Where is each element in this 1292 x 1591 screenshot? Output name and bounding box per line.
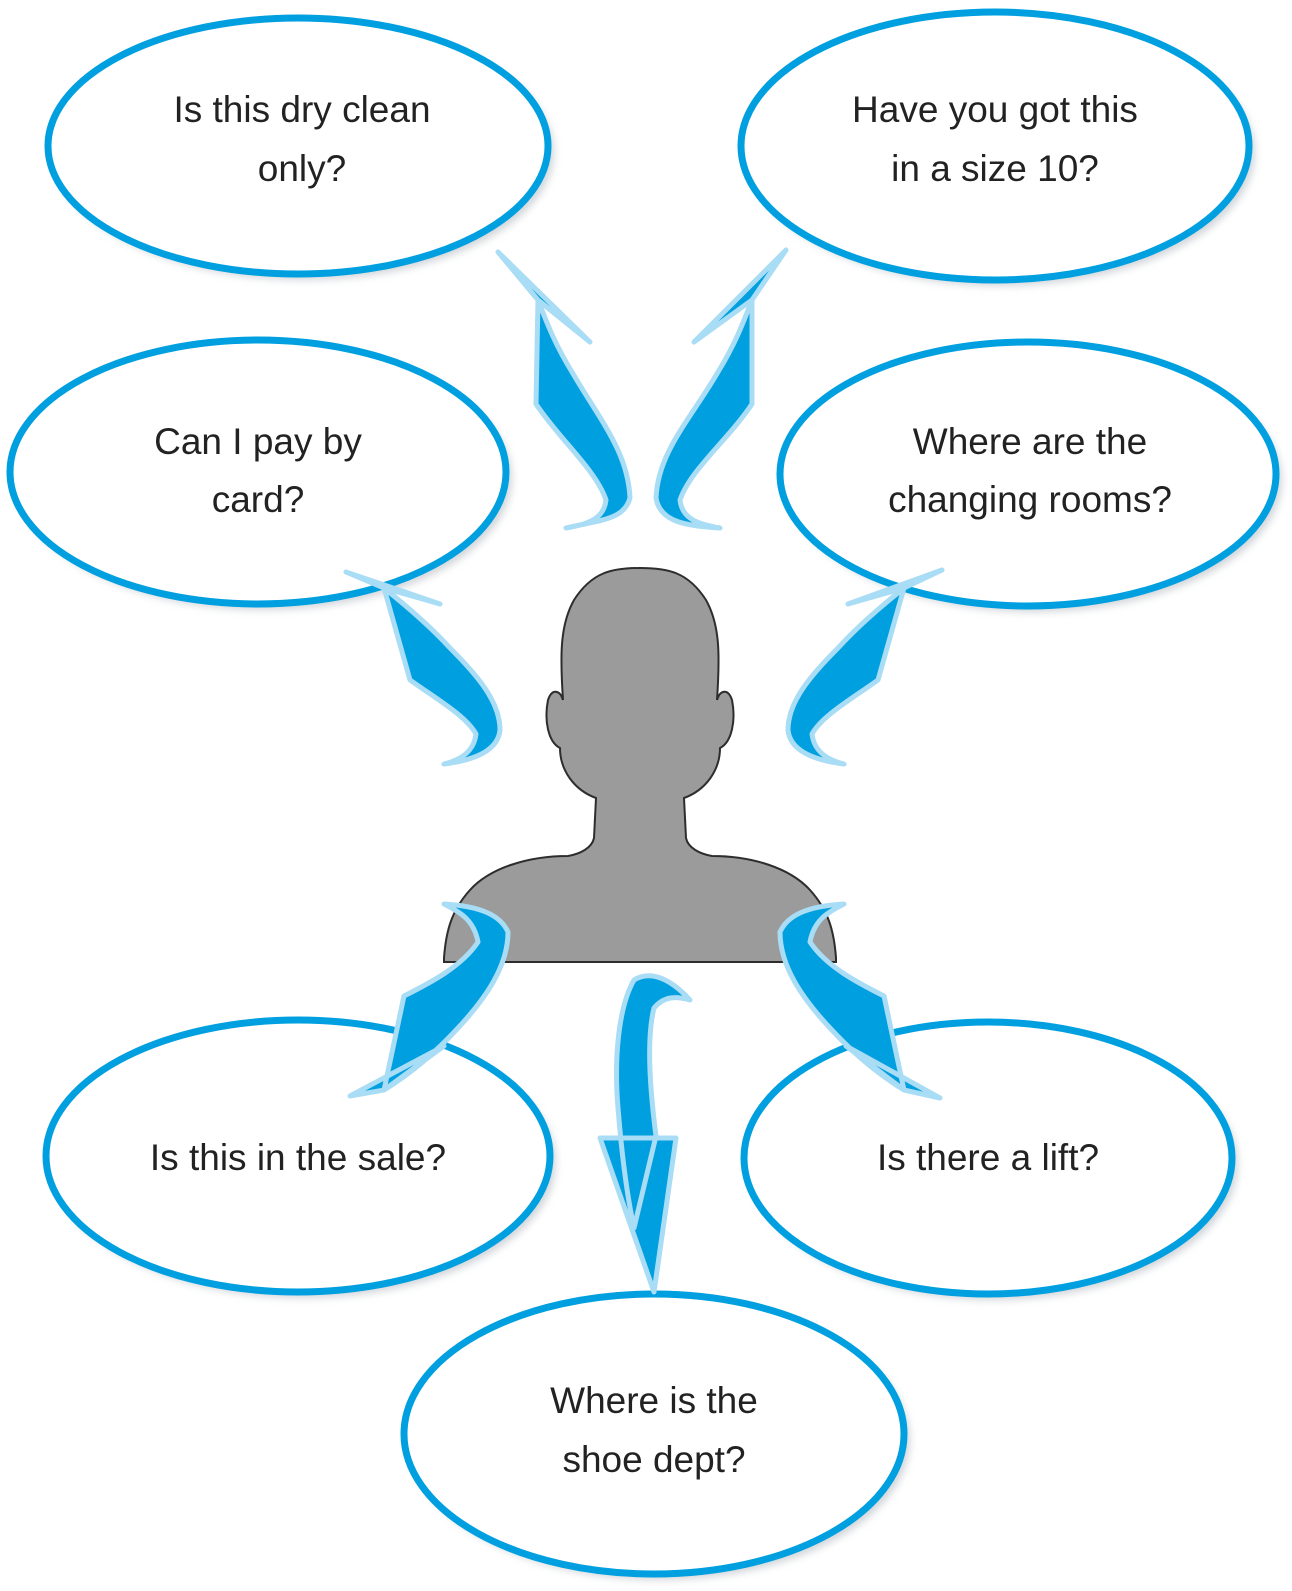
bubble-text-line: shoe dept? — [562, 1439, 745, 1480]
bubble-text-line: Is this dry clean — [173, 89, 430, 130]
arrow-to-shoe-dept — [597, 973, 693, 1295]
arrow-to-sale — [347, 901, 511, 1099]
person-silhouette-icon — [443, 566, 837, 963]
bubble-text-line: card? — [212, 479, 305, 520]
arrow-to-dry-clean — [495, 249, 633, 531]
bubble-sale: Is this in the sale? — [42, 1016, 556, 1298]
bubble-pay-by-card: Can I pay by card? — [6, 336, 512, 610]
bubble-text-line: Where are the — [913, 421, 1147, 462]
bubble-text-line: only? — [258, 148, 346, 189]
arrow-layer — [343, 247, 945, 1295]
arrow-to-lift — [777, 901, 943, 1101]
bubble-text-line: Is this in the sale? — [150, 1137, 446, 1178]
bubble-size-10: Have you got this in a size 10? — [737, 8, 1255, 286]
bubble-dry-clean: Is this dry clean only? — [44, 14, 554, 280]
bubble-text-line: in a size 10? — [891, 148, 1099, 189]
arrow-to-size-10 — [653, 247, 789, 531]
bubble-lift: Is there a lift? — [740, 1018, 1238, 1300]
bubble-text-line: Where is the — [550, 1380, 758, 1421]
arrow-to-pay-by-card — [343, 569, 503, 767]
bubble-text-line: Have you got this — [852, 89, 1138, 130]
arrow-to-changing-rooms — [785, 567, 945, 767]
bubble-text-line: changing rooms? — [888, 479, 1172, 520]
bubble-shoe-dept: Where is the shoe dept? — [400, 1290, 910, 1580]
bubble-text-line: Can I pay by — [154, 421, 362, 462]
bubble-changing-rooms: Where are the changing rooms? — [776, 338, 1282, 612]
bubble-text-line: Is there a lift? — [877, 1137, 1099, 1178]
